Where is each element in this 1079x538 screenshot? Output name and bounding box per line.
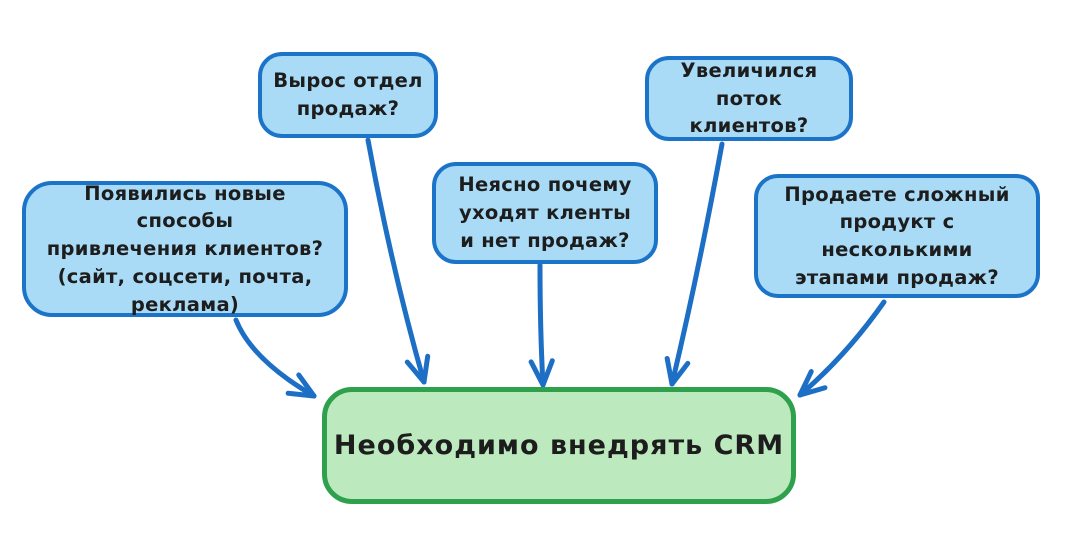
question-box-unclear-churn: Неясно почему уходят кленты и нет продаж… bbox=[432, 162, 658, 264]
question-box-new-channels: Появились новые способы привлечения клие… bbox=[22, 181, 348, 317]
arrow-new_channels-to-crm bbox=[233, 317, 317, 399]
arrow-head bbox=[285, 390, 317, 399]
question-box-sales-team-grew: Вырос отдел продаж? bbox=[258, 52, 438, 138]
arrow-head bbox=[664, 355, 675, 387]
arrow-line bbox=[365, 137, 427, 385]
central-box-crm: Необходимо внедрять CRM bbox=[322, 387, 796, 504]
arrow-client_flow-to-crm bbox=[664, 141, 725, 387]
arrow-unclear_churn-to-crm bbox=[528, 262, 555, 388]
question-label-sales-team-grew: Вырос отдел продаж? bbox=[273, 69, 423, 120]
arrow-head bbox=[404, 359, 427, 385]
question-label-complex-product: Продаете сложный продукт с несколькими э… bbox=[784, 182, 1010, 289]
arrow-head bbox=[296, 372, 317, 399]
question-label-client-flow: Увеличился поток клиентов? bbox=[680, 58, 818, 138]
arrow-line bbox=[797, 299, 887, 398]
arrow-head bbox=[797, 385, 828, 398]
arrow-head bbox=[540, 358, 555, 388]
arrow-complex_product-to-crm bbox=[797, 299, 887, 398]
question-box-client-flow: Увеличился поток клиентов? bbox=[645, 56, 853, 141]
arrow-head bbox=[669, 360, 691, 387]
arrow-sales_team_grew-to-crm bbox=[365, 137, 431, 385]
arrow-head bbox=[797, 369, 814, 398]
arrow-line bbox=[233, 317, 317, 399]
arrow-head bbox=[528, 359, 546, 388]
question-label-new-channels: Появились новые способы привлечения клие… bbox=[46, 181, 324, 316]
arrow-line bbox=[537, 262, 546, 388]
arrow-head bbox=[421, 353, 431, 385]
question-label-unclear-churn: Неясно почему уходят кленты и нет продаж… bbox=[458, 173, 632, 252]
central-label-crm: Необходимо внедрять CRM bbox=[333, 430, 785, 461]
arrow-line bbox=[669, 141, 725, 387]
question-box-complex-product: Продаете сложный продукт с несколькими э… bbox=[754, 174, 1040, 298]
